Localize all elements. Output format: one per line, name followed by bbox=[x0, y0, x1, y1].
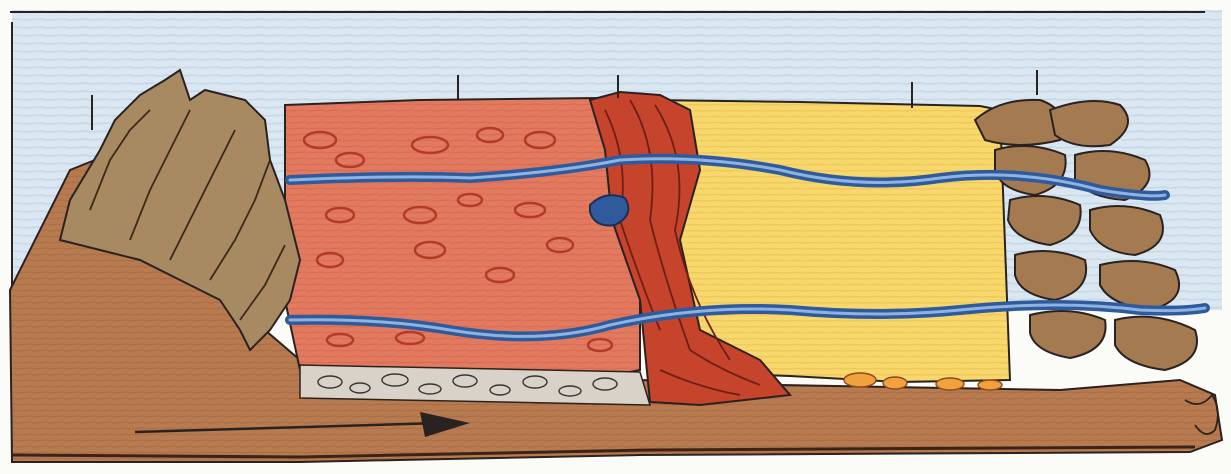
blue-blob bbox=[590, 195, 628, 225]
